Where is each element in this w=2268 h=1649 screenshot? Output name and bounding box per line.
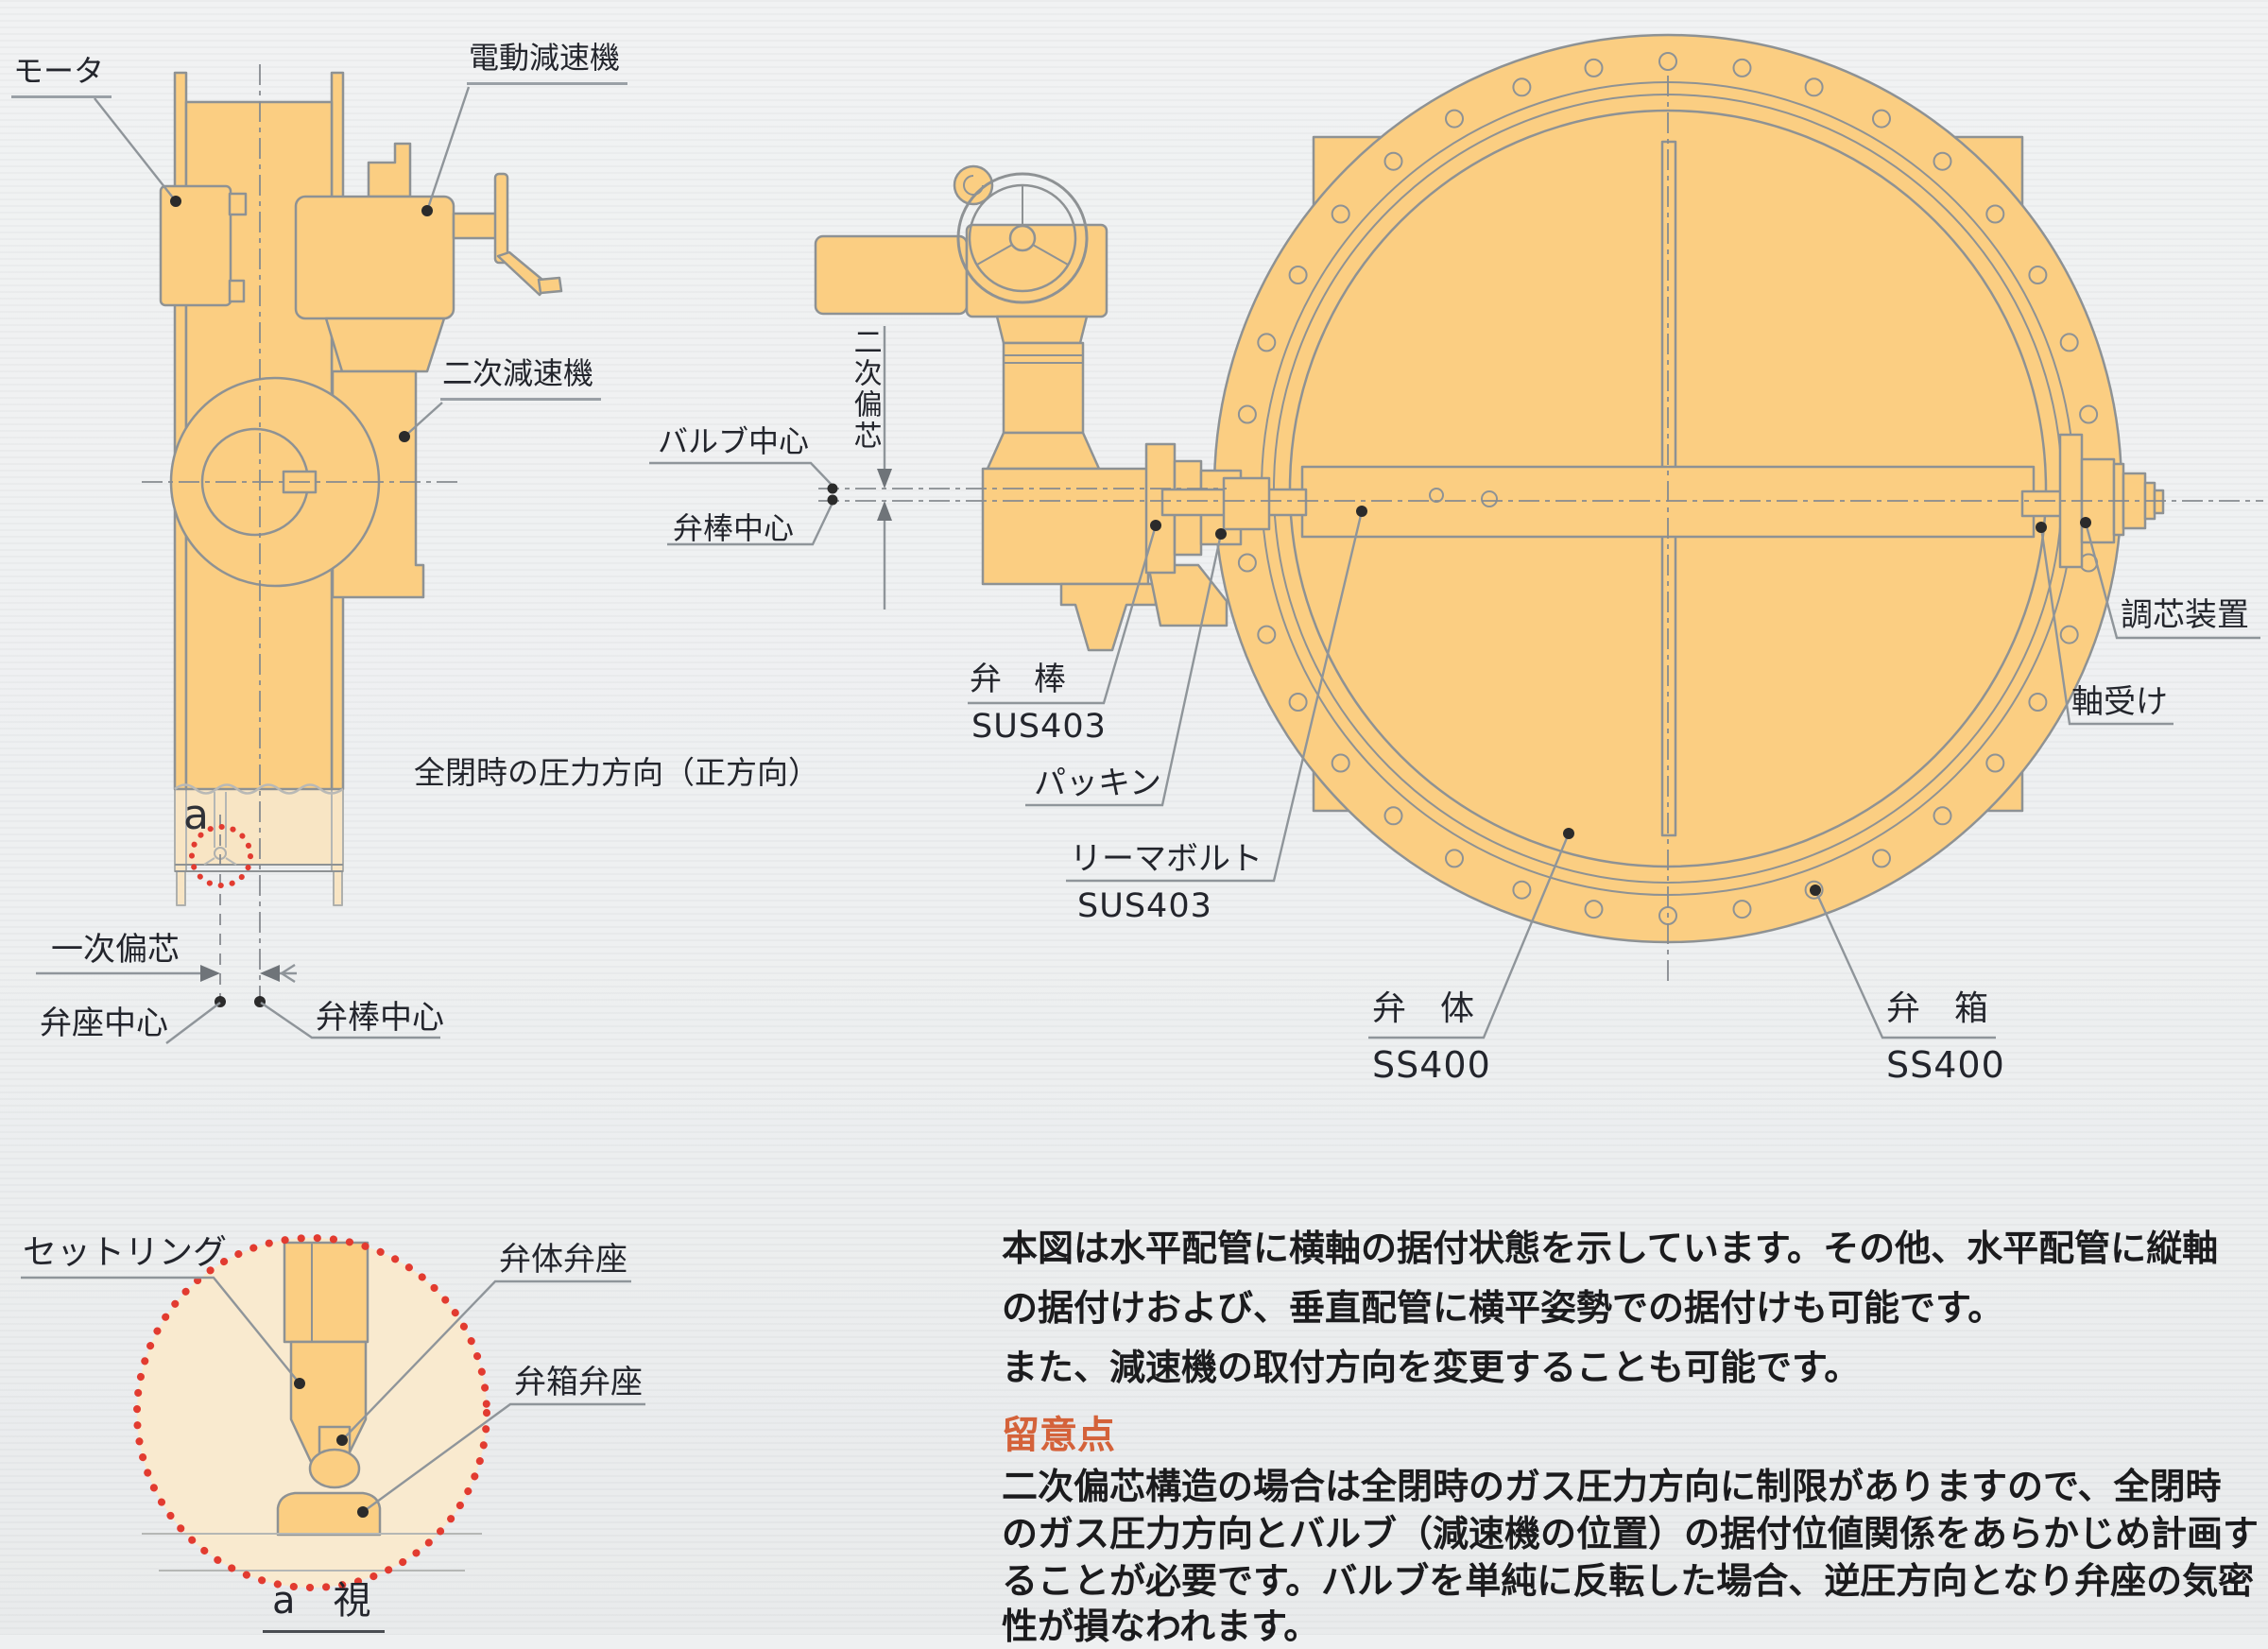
set-ring-label: セットリング xyxy=(23,1233,228,1272)
caution-line-1: 二次偏芯構造の場合は全閉時のガス圧力方向に制限がありますので、全閉時 xyxy=(1002,1466,2222,1507)
side-view-drawing xyxy=(36,64,563,1044)
secondary-reducer-label: 二次減速機 xyxy=(440,356,602,401)
electric-reducer-label: 電動減速機 xyxy=(467,41,628,85)
note-intro-line-2: の据付けおよび、垂直配管に横平姿勢での据付けも可能です。 xyxy=(1002,1287,2004,1329)
reamer-bolt-material-label: SUS403 xyxy=(1077,887,1212,925)
stem-material-label: SUS403 xyxy=(971,708,1107,746)
body-material-label: SS400 xyxy=(1886,1044,2005,1086)
valve-center-label: バルブ中心 xyxy=(658,423,810,459)
reamer-bolt-label: リーマボルト xyxy=(1070,840,1263,878)
caution-line-4: 性が損なわれます。 xyxy=(1002,1606,1320,1647)
body-label: 弁 箱 xyxy=(1886,989,1989,1028)
caution-line-3: ることが必要です。バルブを単純に反転した場合、逆圧方向となり弁座の気密 xyxy=(1002,1560,2255,1602)
detail-marker-a: a xyxy=(183,791,209,839)
body-seat-label: 弁箱弁座 xyxy=(514,1364,643,1401)
detail-view-drawing xyxy=(21,1234,645,1591)
detail-caption: a 視 xyxy=(263,1580,385,1633)
stem-label: 弁 棒 xyxy=(970,661,1066,698)
centering-device-label: 調芯装置 xyxy=(2121,596,2249,634)
caution-line-2: のガス圧力方向とバルブ（減速機の位置）の据付位値関係をあらかじめ計画す xyxy=(1002,1513,2259,1555)
primary-eccentricity-label: 一次偏芯 xyxy=(51,931,180,969)
seat-center-label: 弁座中心 xyxy=(40,1005,168,1042)
disc-seat-label: 弁体弁座 xyxy=(499,1241,627,1279)
motor-label: モータ xyxy=(11,54,112,98)
disc-material-label: SS400 xyxy=(1372,1044,1491,1086)
stem-center-label-side: 弁棒中心 xyxy=(316,999,444,1037)
caution-heading: 留意点 xyxy=(1002,1414,1115,1457)
note-intro-line-1: 本図は水平配管に横軸の据付状態を示しています。その他、水平配管に縦軸 xyxy=(1002,1228,2219,1269)
disc-label: 弁 体 xyxy=(1372,989,1475,1028)
bearing-label: 軸受け xyxy=(2071,683,2168,721)
packing-label: パッキン xyxy=(1034,764,1161,802)
pressure-direction-label: 全閉時の圧力方向（正方向） xyxy=(414,754,819,791)
note-intro-line-3: また、減速機の取付方向を変更することも可能です。 xyxy=(1002,1347,1861,1388)
secondary-eccentricity-label: 二次偏芯 xyxy=(848,327,882,452)
front-view-drawing xyxy=(649,33,2263,1039)
stem-center-label-front: 弁棒中心 xyxy=(673,510,795,546)
